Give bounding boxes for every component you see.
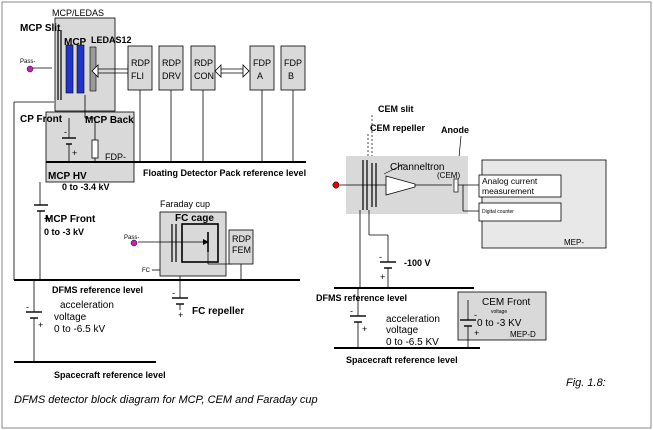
svg-text:+: +: [38, 320, 43, 330]
digital-counter-box: [478, 202, 562, 222]
analog-current-line1: Analog current: [482, 176, 538, 186]
digital-counter-label: Digital counter: [482, 209, 514, 215]
rdp-fem-line1: RDP: [232, 234, 251, 244]
accel-left-line3: 0 to -6.5 kV: [54, 324, 105, 335]
svg-text:-: -: [26, 302, 29, 312]
channeltron-label: Channeltron: [390, 162, 444, 173]
accel-right-line3: 0 to -6.5 KV: [386, 337, 439, 348]
arrow-head-left-2: [214, 64, 222, 78]
anode-label: Anode: [441, 125, 469, 135]
cem-slit-label: CEM slit: [378, 104, 414, 114]
cp-front-label: CP Front: [20, 114, 63, 125]
svg-text:+: +: [380, 272, 385, 282]
ion-source-dot-1: [26, 65, 34, 73]
anode-plate: [453, 178, 459, 193]
svg-text:+: +: [362, 324, 367, 334]
cem-front-voltage-label: voltage: [491, 309, 507, 315]
minus-100v-label: -100 V: [404, 258, 431, 268]
dfms-ref-label-left: DFMS reference level: [52, 285, 143, 295]
arrow-head-left-1: [91, 64, 99, 78]
fdp-a-line2: A: [257, 71, 263, 81]
dfms-ref-label-right: DFMS reference level: [316, 293, 407, 303]
accel-left-line2: voltage: [54, 312, 87, 323]
rdp-con-box: [190, 45, 216, 91]
figure-caption: DFMS detector block diagram for MCP, CEM…: [14, 394, 318, 406]
cem-front-panel: [457, 291, 547, 341]
svg-text:-: -: [64, 127, 67, 137]
rdp-con-line2: CON: [194, 71, 214, 81]
rdp-drv-line1: RDP: [162, 58, 181, 68]
mcp-plate-2: [76, 44, 85, 94]
cem-repeller-label: CEM repeller: [370, 123, 426, 133]
fc-label: FC: [142, 268, 151, 274]
svg-text:-: -: [172, 288, 175, 298]
rdp-con-line1: RDP: [194, 58, 213, 68]
mcp-front-label: MCP Front: [45, 214, 96, 225]
mep-minus-label: MEP-: [564, 238, 584, 247]
cem-front-label: CEM Front: [482, 297, 531, 308]
fc-cage-box: [181, 223, 219, 263]
cem-front-range: 0 to -3 KV: [477, 318, 522, 329]
fdp-b-box: [280, 45, 306, 91]
fdp-resistor: [91, 139, 99, 159]
pass-label-1: Pass-: [20, 59, 35, 65]
rdp-fli-line2: FLI: [131, 71, 144, 81]
ion-source-dot-2: [130, 239, 138, 247]
fc-cage-label: FC cage: [175, 213, 214, 224]
analog-current-box: [478, 174, 562, 198]
spacecraft-ref-label-right: Spacecraft reference level: [346, 355, 458, 365]
ledas12-label: LEDAS12: [91, 35, 132, 45]
svg-text:+: +: [72, 148, 77, 158]
svg-text:+: +: [44, 214, 50, 225]
mcp-back-label: MCP Back: [85, 115, 134, 126]
mcp-ledas-label: MCP/LEDAS: [52, 8, 104, 18]
mcp-hv-panel: [45, 111, 135, 183]
mcp-hv-label: MCP HV: [48, 171, 87, 182]
svg-text:+: +: [474, 328, 479, 338]
ion-beam-dot: [332, 181, 340, 189]
cem-paren-label: (CEM): [437, 171, 460, 180]
fdp-minus-label: FDP-: [105, 152, 126, 162]
faraday-cup-panel: [159, 211, 227, 277]
rdp-fem-box: [228, 229, 254, 265]
svg-text:-: -: [379, 252, 382, 262]
rdp-fli-line1: RDP: [131, 58, 150, 68]
mep-d-label: MEP-D: [510, 330, 536, 339]
figure-number: Fig. 1.8:: [566, 377, 606, 389]
accel-right-line2: voltage: [386, 325, 419, 336]
fdp-a-box: [249, 45, 275, 91]
mcp-hv-range: 0 to -3.4 kV: [62, 182, 110, 192]
mcp-front-range: 0 to -3 kV: [44, 227, 84, 237]
mcp-plate-1: [65, 44, 74, 94]
svg-text:-: -: [350, 306, 353, 316]
fc-repeller-label: FC repeller: [192, 306, 244, 317]
spacecraft-ref-label-left: Spacecraft reference level: [54, 370, 166, 380]
mcp-label: MCP: [64, 37, 87, 48]
channeltron-funnel: [385, 175, 416, 196]
accel-left-line1: acceleration: [60, 300, 114, 311]
arrow-head-right-2: [242, 64, 250, 78]
rdp-drv-line2: DRV: [162, 71, 181, 81]
svg-text:-: -: [474, 310, 477, 320]
mcp-slit-label: MCP Slit: [20, 23, 61, 34]
pass-label-2: Pass-: [124, 235, 139, 241]
fdp-b-line1: FDP: [284, 58, 302, 68]
faraday-cup-label: Faraday cup: [160, 199, 210, 209]
rdp-fem-line2: FEM: [232, 245, 251, 255]
fdp-a-line1: FDP: [253, 58, 271, 68]
rdp-drv-box: [158, 45, 184, 91]
floating-ref-label: Floating Detector Pack reference level: [143, 168, 306, 178]
analog-current-line2: measurement: [482, 186, 535, 196]
accel-right-line1: acceleration: [386, 314, 440, 325]
fdp-b-line2: B: [288, 71, 294, 81]
rdp-fli-box: [127, 45, 153, 91]
svg-text:+: +: [178, 310, 183, 320]
